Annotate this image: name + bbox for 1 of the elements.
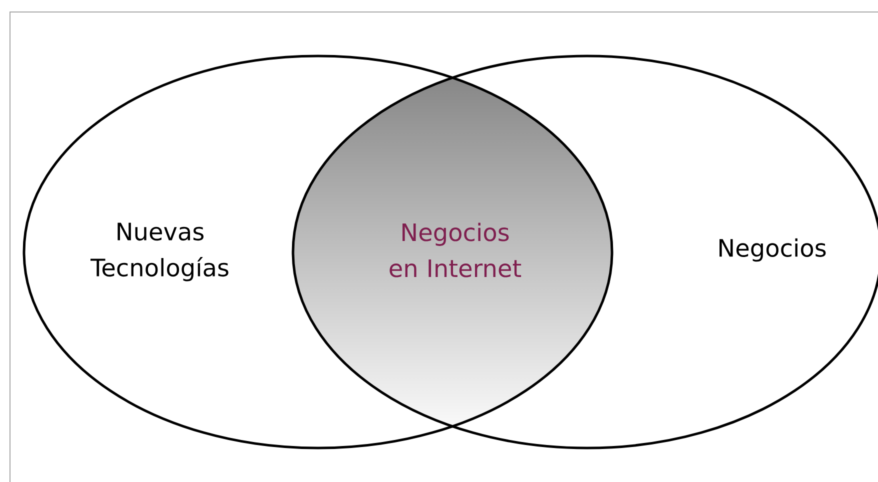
intersection-region: Negocios en Internet — [293, 56, 612, 448]
